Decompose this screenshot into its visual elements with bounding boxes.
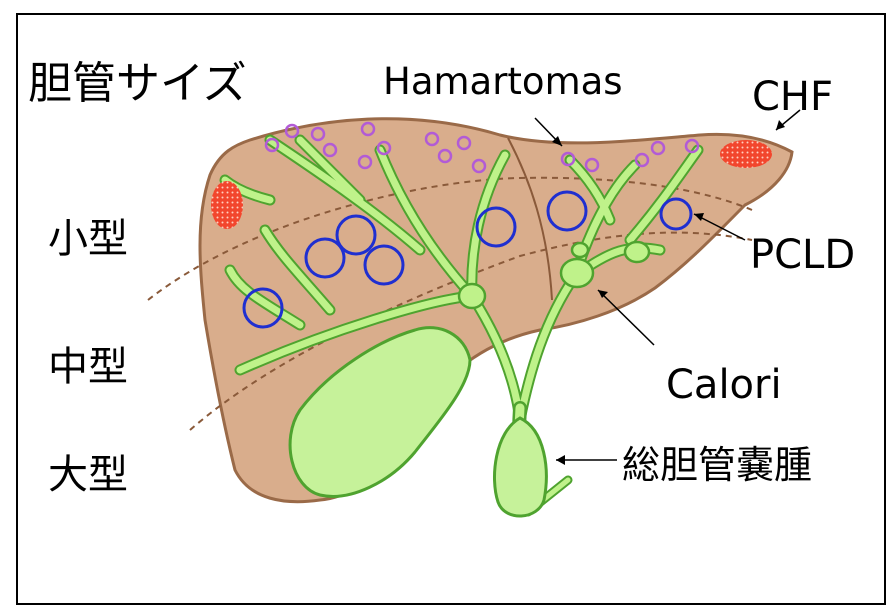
- label-chf: CHF: [752, 74, 833, 120]
- size-label-large: 大型: [48, 452, 128, 498]
- chf-patch-left: [211, 181, 243, 229]
- label-choledochal-cyst: 総胆管嚢腫: [622, 443, 812, 487]
- label-calori: Calori: [666, 362, 782, 408]
- label-pcld: PCLD: [750, 232, 855, 278]
- choledochal-cyst: [494, 418, 546, 516]
- size-label-medium: 中型: [48, 344, 128, 390]
- size-label-small: 小型: [48, 216, 128, 262]
- label-hamartomas: Hamartomas: [383, 60, 623, 103]
- size-scale-title: 胆管サイズ: [28, 58, 247, 109]
- chf-patch-right: [720, 140, 772, 168]
